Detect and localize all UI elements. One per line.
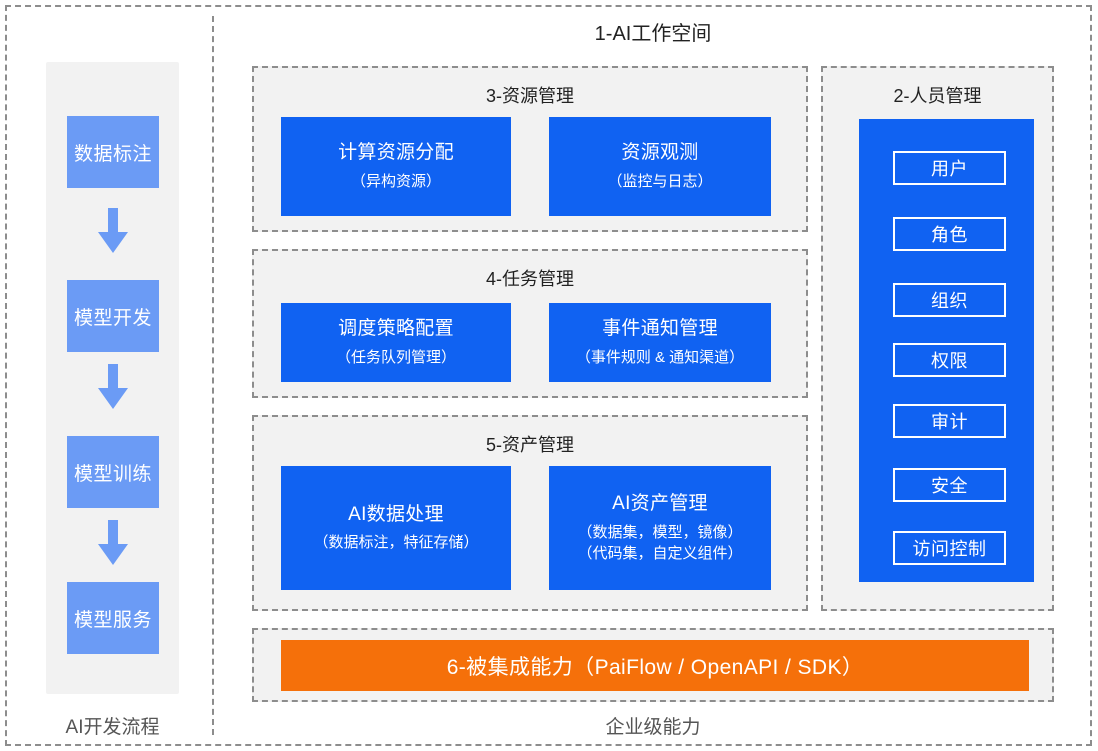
card-title: 计算资源分配 (338, 142, 454, 164)
flow-step-model-serving[interactable]: 模型服务 (67, 582, 159, 654)
card-compute-resource-allocation[interactable]: 计算资源分配 （异构资源） (281, 117, 511, 216)
people-item-access-control[interactable]: 访问控制 (893, 531, 1006, 565)
card-ai-asset-management[interactable]: AI资产管理 （数据集，模型，镜像） （代码集，自定义组件） (549, 466, 771, 590)
card-scheduling-policy-config[interactable]: 调度策略配置 （任务队列管理） (281, 303, 511, 382)
people-item-label: 审计 (931, 412, 968, 432)
card-title: 资源观测 (621, 142, 699, 164)
people-item-label: 安全 (931, 476, 968, 496)
card-title: AI数据处理 (348, 503, 444, 525)
card-subtitle: （事件规则 & 通知渠道） (575, 348, 745, 366)
people-item-organizations[interactable]: 组织 (893, 283, 1006, 317)
people-item-label: 权限 (931, 351, 968, 371)
workspace-title: 1-AI工作空间 (594, 23, 712, 45)
right-region-caption: 企业级能力 (605, 717, 701, 738)
flow-step-data-annotation[interactable]: 数据标注 (67, 116, 159, 188)
people-item-label: 用户 (931, 159, 968, 179)
card-title: 事件通知管理 (602, 318, 718, 340)
arrow-down-icon (97, 364, 129, 412)
people-item-roles[interactable]: 角色 (893, 217, 1006, 251)
card-subtitle: （数据标注，特征存储） (313, 534, 479, 552)
people-item-security[interactable]: 安全 (893, 468, 1006, 502)
card-resource-observability[interactable]: 资源观测 （监控与日志） (549, 117, 771, 216)
card-title: 调度策略配置 (338, 318, 454, 340)
integration-capability-label: 6-被集成能力（PaiFlow / OpenAPI / SDK） (446, 655, 864, 679)
section-title: 3-资源管理 (485, 86, 574, 106)
card-subtitle: （数据集，模型，镜像） (577, 523, 743, 541)
card-subtitle: （任务队列管理） (335, 348, 456, 366)
people-item-label: 组织 (931, 291, 968, 311)
section-title: 4-任务管理 (485, 269, 574, 289)
ai-dev-flow-column: 数据标注 模型开发 模型训练 模型服务 (46, 62, 179, 694)
vertical-dashed-divider (212, 16, 214, 735)
card-subtitle: （异构资源） (350, 172, 441, 190)
card-event-notification-management[interactable]: 事件通知管理 （事件规则 & 通知渠道） (549, 303, 771, 382)
people-management-list: 用户 角色 组织 权限 审计 安全 访问控制 (859, 119, 1034, 582)
flow-step-model-training[interactable]: 模型训练 (67, 436, 159, 508)
outer-dashed-frame (5, 5, 1092, 746)
people-item-audit[interactable]: 审计 (893, 404, 1006, 438)
arrow-down-icon (97, 208, 129, 256)
card-subtitle-2: （代码集，自定义组件） (577, 545, 743, 563)
left-column-caption: AI开发流程 (65, 717, 160, 738)
card-subtitle: （监控与日志） (607, 172, 713, 190)
flow-step-model-development[interactable]: 模型开发 (67, 280, 159, 352)
arrow-down-icon (97, 520, 129, 568)
people-item-label: 角色 (931, 225, 968, 245)
people-item-users[interactable]: 用户 (893, 151, 1006, 185)
section-title: 5-资产管理 (485, 435, 574, 455)
flow-step-label: 数据标注 (73, 143, 152, 165)
people-item-label: 访问控制 (912, 539, 987, 559)
flow-step-label: 模型训练 (73, 463, 152, 485)
card-title: AI资产管理 (612, 492, 708, 514)
flow-step-label: 模型开发 (73, 307, 152, 329)
integration-capability-bar[interactable]: 6-被集成能力（PaiFlow / OpenAPI / SDK） (281, 640, 1029, 691)
section-title: 2-人员管理 (893, 86, 982, 106)
card-ai-data-processing[interactable]: AI数据处理 （数据标注，特征存储） (281, 466, 511, 590)
flow-step-label: 模型服务 (73, 609, 152, 631)
people-item-permissions[interactable]: 权限 (893, 343, 1006, 377)
